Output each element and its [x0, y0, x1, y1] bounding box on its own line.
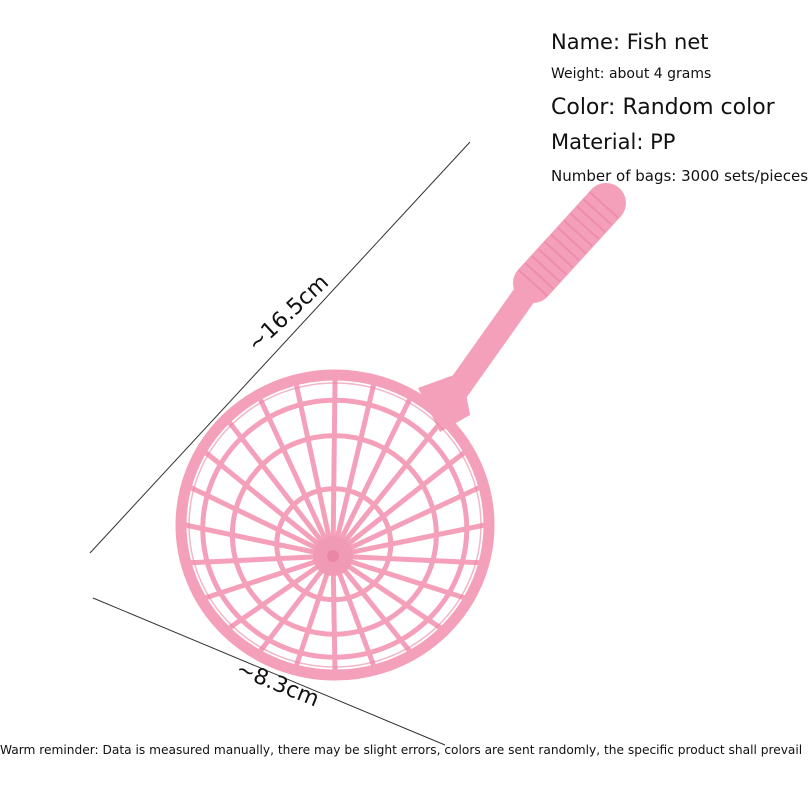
- net-spoke: [202, 449, 336, 559]
- net-rim-inner: [188, 382, 482, 668]
- spec-bags: Number of bags: 3000 sets/pieces: [551, 167, 808, 185]
- grip-ridge: [524, 262, 555, 290]
- net-mesh: [182, 376, 488, 674]
- net-spoke: [330, 553, 483, 566]
- net-spoke: [257, 553, 336, 654]
- net-spoke: [330, 419, 444, 559]
- net-spoke: [257, 396, 336, 559]
- warm-reminder: Warm reminder: Data is measured manually…: [0, 743, 803, 757]
- net-spoke: [330, 553, 468, 601]
- fish-net: [175, 183, 626, 681]
- spec-color: Color: Random color: [551, 95, 775, 120]
- diameter-dimension-line: [92, 597, 446, 746]
- net-ring: [274, 486, 394, 603]
- net-spoke: [330, 484, 483, 559]
- net-spoke: [226, 419, 336, 559]
- net-spoke: [330, 553, 444, 631]
- grip-ridges: [518, 191, 619, 297]
- net-spoke: [187, 553, 336, 566]
- grip-ridge: [537, 248, 568, 276]
- grip-ridge: [563, 219, 593, 247]
- grip-ridge: [582, 198, 613, 226]
- net-ring: [200, 397, 470, 660]
- grip-ridge: [569, 212, 600, 240]
- grip-ridge: [576, 205, 606, 233]
- net-spoke: [187, 484, 336, 559]
- net-spoke: [330, 376, 338, 559]
- net-spoke: [330, 449, 468, 559]
- length-dimension-line: [89, 141, 471, 554]
- net-rim: [175, 369, 495, 681]
- grip-ridge: [531, 255, 561, 283]
- net-ring: [229, 433, 439, 637]
- grip-ridge: [550, 234, 580, 262]
- net-spoke: [182, 522, 336, 559]
- net-handle-grip: [513, 183, 626, 303]
- grip-ridge: [518, 269, 548, 297]
- net-spoke: [330, 396, 413, 559]
- net-center-dot: [327, 550, 339, 562]
- spec-material: Material: PP: [551, 130, 676, 154]
- net-neck: [418, 372, 470, 432]
- spec-name: Name: Fish net: [551, 30, 709, 54]
- net-spoke: [330, 381, 377, 559]
- net-spoke: [226, 553, 336, 631]
- grip-ridge: [557, 226, 587, 254]
- spec-weight: Weight: about 4 grams: [551, 66, 712, 82]
- net-spoke: [330, 553, 413, 654]
- grip-ridge: [544, 241, 574, 269]
- net-spoke: [330, 522, 488, 559]
- net-spoke: [293, 381, 336, 559]
- net-spoke: [202, 553, 336, 601]
- net-handle-shaft: [443, 271, 545, 405]
- grip-ridge: [589, 191, 619, 219]
